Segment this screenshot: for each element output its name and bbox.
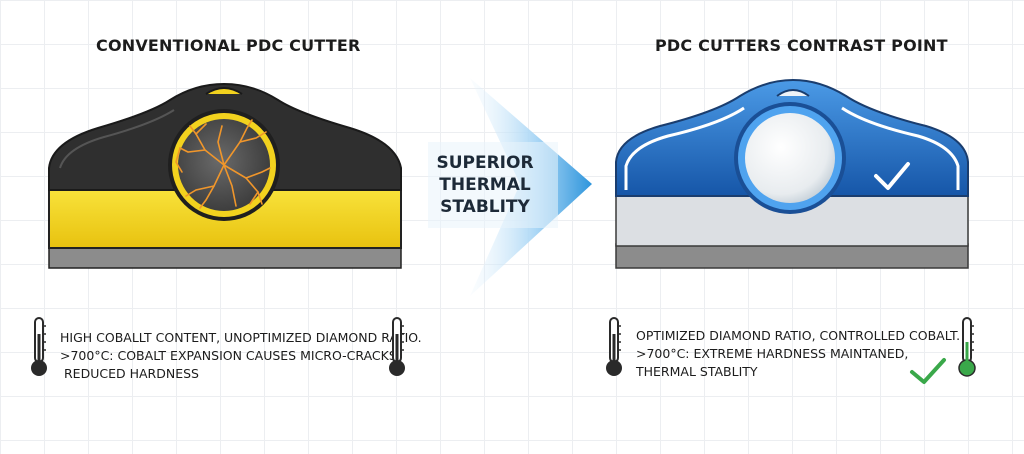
cutter-base-plate-advanced bbox=[615, 243, 969, 269]
advanced-caption-line-3: THERMAL STABLITY bbox=[636, 364, 758, 379]
conventional-caption: HIGH COBALLT CONTENT, UNOPTIMIZED DIAMON… bbox=[60, 329, 422, 383]
thermometer-icon bbox=[389, 317, 405, 376]
arrow-label-line-1: SUPERIOR bbox=[436, 153, 534, 173]
thermometer-icon bbox=[31, 317, 47, 376]
success-checkmark-icon bbox=[910, 358, 946, 384]
conventional-caption-line-2: >700°C: COBALT EXPANSION CAUSES MICRO-CR… bbox=[60, 348, 401, 363]
cutter-base-plate bbox=[48, 245, 402, 269]
micro-cracks-icon bbox=[175, 119, 271, 209]
conventional-cutter bbox=[48, 82, 402, 269]
advanced-cutter-title: PDC CUTTERS CONTRAST POINT bbox=[655, 36, 948, 55]
advanced-cutter bbox=[615, 78, 969, 269]
advanced-caption-line-2: >700°C: EXTREME HARDNESS MAINTANED, bbox=[636, 346, 909, 361]
thermometer-icon bbox=[606, 317, 622, 376]
conventional-cutter-title: CONVENTIONAL PDC CUTTER bbox=[96, 36, 361, 55]
arrow-label-line-2: THERMAL bbox=[439, 175, 531, 195]
arrow-label-panel bbox=[428, 142, 558, 228]
conventional-caption-line-1: HIGH COBALLT CONTENT, UNOPTIMIZED DIAMON… bbox=[60, 330, 422, 345]
diamond-table-advanced bbox=[745, 113, 835, 203]
advanced-caption-line-1: OPTIMIZED DIAMOND RATIO, CONTROLLED COBA… bbox=[636, 328, 961, 343]
checkmark-icon bbox=[874, 162, 910, 190]
arrow-label-line-3: STABLITY bbox=[440, 197, 530, 217]
arrow-label: SUPERIOR THERMAL STABLITY bbox=[425, 152, 545, 218]
advanced-caption: OPTIMIZED DIAMOND RATIO, CONTROLLED COBA… bbox=[636, 327, 960, 381]
conventional-caption-line-3: REDUCED HARDNESS bbox=[64, 366, 199, 381]
thermometer-green-icon bbox=[958, 317, 976, 377]
